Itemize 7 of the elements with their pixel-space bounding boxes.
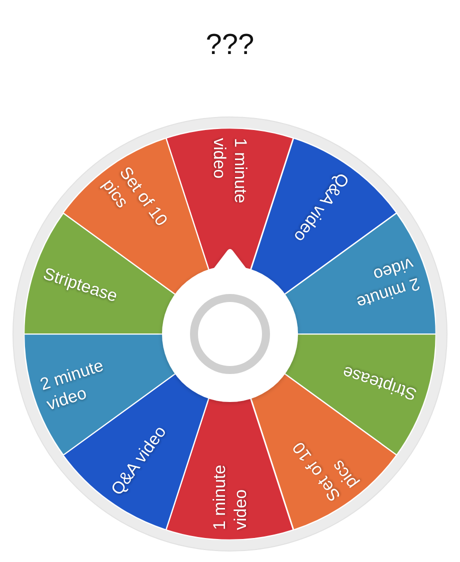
segment-label: 1 minute video	[208, 138, 251, 205]
segment-label: 2 minute video	[354, 253, 423, 314]
segment-label: 2 minute video	[37, 354, 106, 415]
segment-label: 1 minute video	[208, 464, 251, 530]
segment-label: Set of 10 pics	[288, 437, 362, 505]
title: ???	[206, 29, 254, 61]
segment-label: Set of 10 pics	[98, 163, 172, 232]
